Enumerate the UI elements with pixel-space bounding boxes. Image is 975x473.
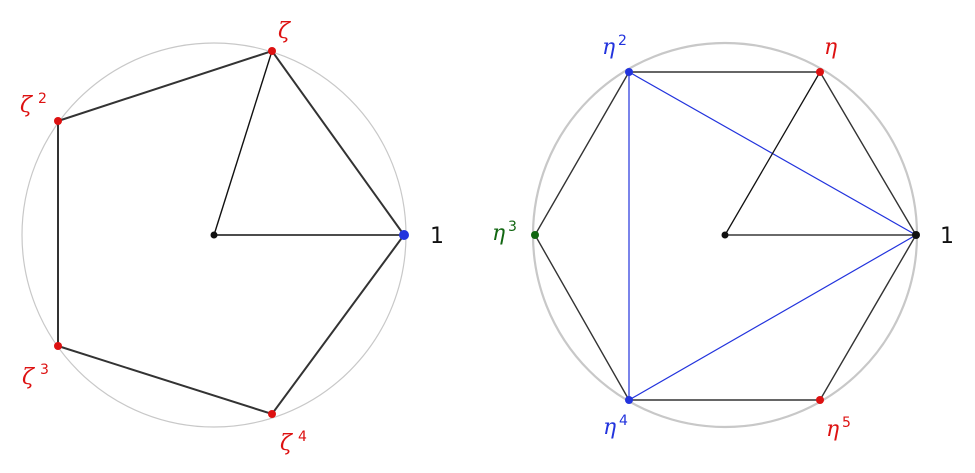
right-point-eta4	[625, 396, 633, 404]
left-pentagon	[57, 49, 406, 416]
left-point-zeta4	[268, 410, 276, 418]
left-label-zeta2-exp: 2	[38, 91, 47, 107]
left-point-one	[399, 230, 409, 240]
left-label-zeta: ζ	[278, 19, 292, 44]
left-point-zeta	[268, 47, 276, 55]
right-label-eta5: η	[826, 417, 839, 442]
left-label-zeta4-exp: 4	[298, 429, 307, 445]
right-figure: 1 η η 2 η 3 η 4 η 5	[492, 33, 954, 442]
right-point-eta2	[625, 68, 633, 76]
left-radius-to-zeta	[213, 50, 273, 236]
left-label-zeta3-exp: 3	[40, 362, 49, 378]
right-point-eta3	[531, 231, 539, 239]
right-point-one	[912, 231, 920, 239]
right-label-eta4: η	[603, 415, 616, 440]
left-label-one: 1	[430, 224, 444, 249]
right-label-eta5-exp: 5	[842, 415, 851, 431]
right-label-eta2: η	[602, 35, 615, 60]
right-point-eta5	[816, 396, 824, 404]
left-center-point	[210, 231, 218, 239]
right-label-eta4-exp: 4	[619, 413, 628, 429]
right-label-eta3: η	[492, 221, 505, 246]
right-blue-triangle	[628, 70, 918, 402]
left-figure: 1 ζ ζ 2 ζ 3 ζ 4	[20, 19, 444, 456]
right-label-eta: η	[824, 35, 837, 60]
left-label-zeta3: ζ	[22, 365, 36, 390]
left-label-zeta2: ζ	[20, 93, 34, 118]
right-label-eta2-exp: 2	[618, 33, 627, 49]
right-label-one: 1	[940, 224, 954, 249]
right-point-eta	[816, 68, 824, 76]
left-label-zeta4: ζ	[280, 431, 294, 456]
right-label-eta3-exp: 3	[508, 219, 517, 235]
left-point-zeta2	[54, 117, 62, 125]
right-radius-to-eta	[724, 71, 821, 236]
right-center-point	[721, 231, 729, 239]
left-point-zeta3	[54, 342, 62, 350]
